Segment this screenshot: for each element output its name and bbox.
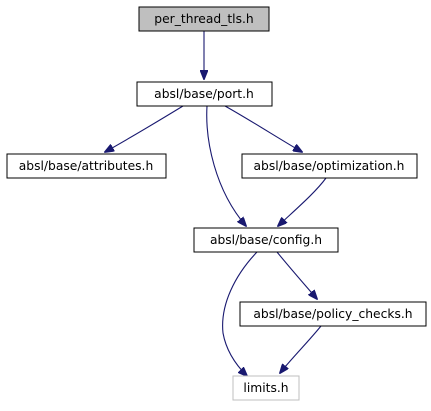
- edges: [105, 31, 327, 376]
- node-label: per_thread_tls.h: [154, 12, 253, 26]
- edge-port-to-config: [206, 105, 246, 226]
- node-config[interactable]: absl/base/config.h: [193, 227, 339, 253]
- edge-policy-checks-to-limits: [280, 325, 322, 373]
- edge-optimization-to-config: [278, 177, 327, 226]
- node-port[interactable]: absl/base/port.h: [136, 81, 273, 107]
- node-optimization[interactable]: absl/base/optimization.h: [241, 153, 418, 179]
- edge-config-to-policy-checks: [276, 251, 317, 299]
- node-label: absl/base/optimization.h: [254, 159, 405, 173]
- node-label: absl/base/policy_checks.h: [253, 307, 412, 321]
- edge-port-to-optimization: [224, 105, 302, 152]
- node-per-thread-tls[interactable]: per_thread_tls.h: [138, 6, 270, 32]
- edge-port-to-attributes: [105, 105, 184, 152]
- node-label: absl/base/port.h: [154, 87, 254, 101]
- node-label: absl/base/config.h: [210, 233, 322, 247]
- node-attributes[interactable]: absl/base/attributes.h: [6, 153, 167, 179]
- node-label: absl/base/attributes.h: [19, 159, 154, 173]
- node-limits[interactable]: limits.h: [232, 375, 300, 401]
- edge-config-to-limits: [222, 251, 258, 376]
- node-label: limits.h: [243, 381, 288, 395]
- node-policy-checks[interactable]: absl/base/policy_checks.h: [239, 301, 427, 327]
